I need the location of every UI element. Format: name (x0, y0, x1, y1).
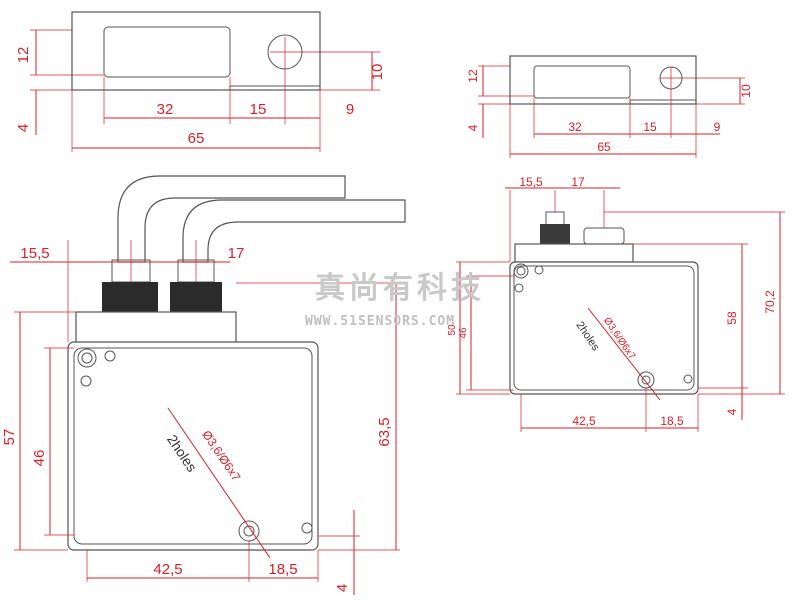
large-top-slot (103, 26, 231, 78)
large-top-dim-15: 15 (250, 101, 267, 118)
small-top-dim-10: 10 (739, 84, 753, 98)
small-front-dim-42-5: 42,5 (572, 414, 596, 428)
large-front-dim-17: 17 (228, 245, 245, 262)
large-front-dim-4: 4 (334, 584, 351, 592)
large-front-dim-18-5: 18,5 (268, 561, 297, 578)
cable-left (117, 175, 346, 263)
large-housing (67, 341, 319, 551)
small-top-dim-4: 4 (466, 124, 480, 131)
watermark-url: WWW.51SENSORS.COM (305, 314, 455, 329)
large-front-dim-63-5: 63,5 (376, 417, 393, 446)
top-cap (75, 311, 237, 345)
small-top-dim-9: 9 (714, 120, 721, 134)
small-front-dim-70-2: 70,2 (763, 290, 777, 314)
large-top-dim-9: 9 (346, 101, 354, 118)
large-top-view: 12 4 10 32 15 9 65 (15, 11, 386, 152)
small-front-dim-18-5: 18,5 (660, 414, 684, 428)
large-top-dim-65: 65 (188, 130, 205, 147)
small-top-dim-65: 65 (597, 140, 611, 154)
small-front-dim-58: 58 (725, 311, 739, 325)
small-front-dim-15-5: 15,5 (519, 175, 543, 189)
large-front-dim-57: 57 (1, 429, 18, 446)
small-front-dim-4: 4 (725, 408, 739, 415)
cable-right (182, 199, 406, 263)
large-hole-top-small (104, 350, 116, 362)
small-connector-right (583, 227, 625, 245)
large-top-dim-32: 32 (157, 101, 174, 118)
large-top-dim-10: 10 (369, 64, 386, 81)
small-front-dim-17: 17 (571, 175, 585, 189)
small-front-dim-50: 50 (447, 324, 458, 336)
large-front-dim-42-5: 42,5 (153, 561, 182, 578)
small-top-body (509, 55, 697, 105)
large-top-body (71, 11, 321, 91)
large-top-dim-4: 4 (15, 124, 32, 132)
small-top-cap (514, 243, 634, 263)
large-top-dim-12: 12 (15, 47, 32, 64)
watermark: 真尚有科技 WWW.51SENSORS.COM (305, 271, 485, 329)
large-hole-top-big (77, 348, 97, 368)
small-hole-top-big (513, 263, 529, 279)
small-top-dim-12: 12 (466, 69, 480, 83)
large-front-dim-15-5: 15,5 (20, 245, 49, 262)
small-top-slot (533, 65, 631, 99)
large-front-dim-46: 46 (31, 450, 48, 467)
large-front-view: Ø3,6/Ø6x7 2holes 15,5 17 57 46 63,5 42,5… (1, 175, 406, 595)
watermark-chinese: 真尚有科技 (315, 271, 485, 306)
small-front-view: Ø3,6/Ø6x7 2holes 15,5 17 50 46 58 70,2 4… (447, 175, 785, 432)
hole-leader (167, 407, 271, 559)
small-top-dim-15: 15 (643, 120, 657, 134)
small-connector (540, 224, 570, 244)
cable-gland-left (102, 282, 158, 312)
cable-gland-right (170, 282, 222, 312)
small-front-dim-46: 46 (458, 327, 469, 339)
small-top-view: 12 4 10 32 15 9 65 (466, 55, 753, 158)
small-top-dim-32: 32 (568, 120, 582, 134)
large-hole-bottom-small (301, 522, 313, 534)
